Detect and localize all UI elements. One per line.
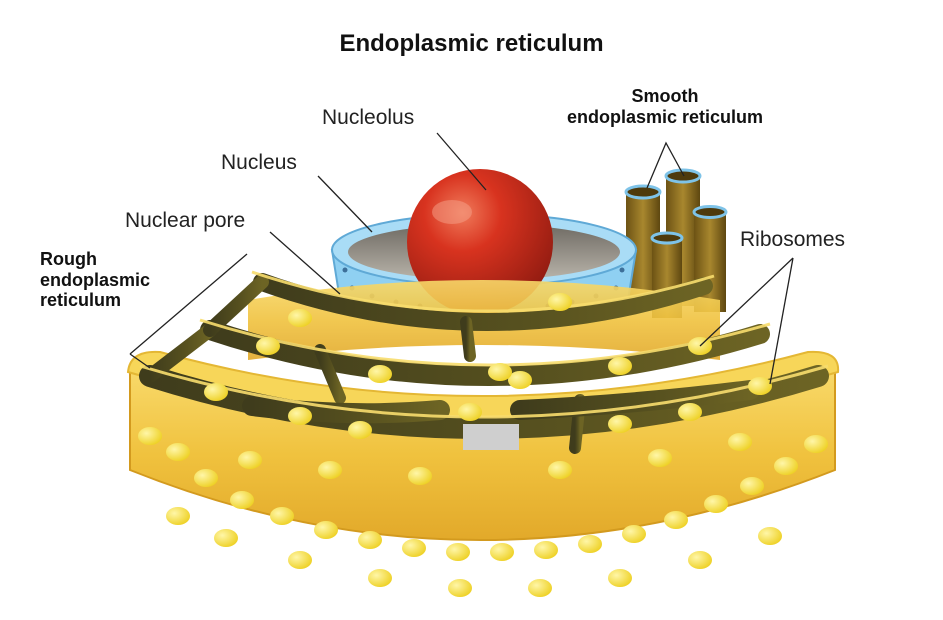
ribosome bbox=[318, 461, 342, 479]
ribosome bbox=[288, 407, 312, 425]
ribosome bbox=[138, 427, 162, 445]
ribosome bbox=[238, 451, 262, 469]
ribosome bbox=[194, 469, 218, 487]
ribosome bbox=[608, 415, 632, 433]
ribosome bbox=[490, 543, 514, 561]
leader-smooth-er bbox=[646, 141, 685, 189]
ribosome bbox=[368, 569, 392, 587]
ribosome bbox=[508, 371, 532, 389]
ribosome bbox=[368, 365, 392, 383]
ribosome bbox=[288, 551, 312, 569]
label-nuclear-pore: Nuclear pore bbox=[125, 209, 246, 232]
leader-rough-er-2 bbox=[129, 353, 151, 369]
label-rough-er: Rough endoplasmic reticulum bbox=[40, 249, 150, 311]
ribosome bbox=[728, 433, 752, 451]
ribosome bbox=[230, 491, 254, 509]
ribosome bbox=[748, 377, 772, 395]
ribosome bbox=[608, 357, 632, 375]
ribosome bbox=[314, 521, 338, 539]
leader-nucleolus bbox=[436, 132, 487, 191]
label-nucleolus: Nucleolus bbox=[322, 106, 415, 129]
ribosome bbox=[446, 543, 470, 561]
label-smooth-er-line-1: Smooth bbox=[631, 86, 699, 106]
diagram-title: Endoplasmic reticulum bbox=[339, 30, 604, 57]
label-rough-er-line-1: Rough bbox=[40, 249, 97, 269]
ribosome bbox=[548, 461, 572, 479]
leader-lines bbox=[129, 132, 794, 385]
label-smooth-er-line-2: endoplasmic reticulum bbox=[566, 106, 764, 127]
label-smooth-er: Smooth endoplasmic reticulum bbox=[560, 86, 770, 127]
ribosome bbox=[166, 443, 190, 461]
ribosome bbox=[270, 507, 294, 525]
leader-ribosome-1 bbox=[699, 257, 794, 347]
ribosome bbox=[804, 435, 828, 453]
ribosome bbox=[348, 421, 372, 439]
ribosome bbox=[678, 403, 702, 421]
ribosome bbox=[402, 539, 426, 557]
leader-nuclear-pore bbox=[269, 231, 341, 295]
leader-ribosome-2 bbox=[769, 257, 794, 385]
ribosome bbox=[740, 477, 764, 495]
ribosome bbox=[448, 579, 472, 597]
ribosome bbox=[408, 467, 432, 485]
ribosome bbox=[204, 383, 228, 401]
leader-rough-er-1 bbox=[129, 253, 248, 355]
ribosome bbox=[578, 535, 602, 553]
label-rough-er-line-2: endoplasmic bbox=[40, 269, 151, 290]
ribosome bbox=[548, 293, 572, 311]
ribosome bbox=[528, 579, 552, 597]
ribosome bbox=[288, 309, 312, 327]
ribosome bbox=[704, 495, 728, 513]
ribosome bbox=[648, 449, 672, 467]
ribosome bbox=[256, 337, 280, 355]
ribosome bbox=[622, 525, 646, 543]
ribosomes bbox=[138, 293, 828, 597]
leader-nucleus bbox=[317, 175, 373, 233]
ribosome bbox=[214, 529, 238, 547]
ribosome bbox=[774, 457, 798, 475]
ribosome bbox=[534, 541, 558, 559]
ribosome bbox=[458, 403, 482, 421]
label-nucleus: Nucleus bbox=[221, 151, 297, 174]
label-rough-er-line-3: reticulum bbox=[40, 290, 122, 311]
ribosome bbox=[688, 551, 712, 569]
label-ribosomes: Ribosomes bbox=[740, 228, 846, 251]
ribosome bbox=[608, 569, 632, 587]
ribosome bbox=[166, 507, 190, 525]
ribosome bbox=[664, 511, 688, 529]
ribosome bbox=[358, 531, 382, 549]
ribosome bbox=[758, 527, 782, 545]
ribosome bbox=[488, 363, 512, 381]
er-gap bbox=[463, 424, 519, 450]
